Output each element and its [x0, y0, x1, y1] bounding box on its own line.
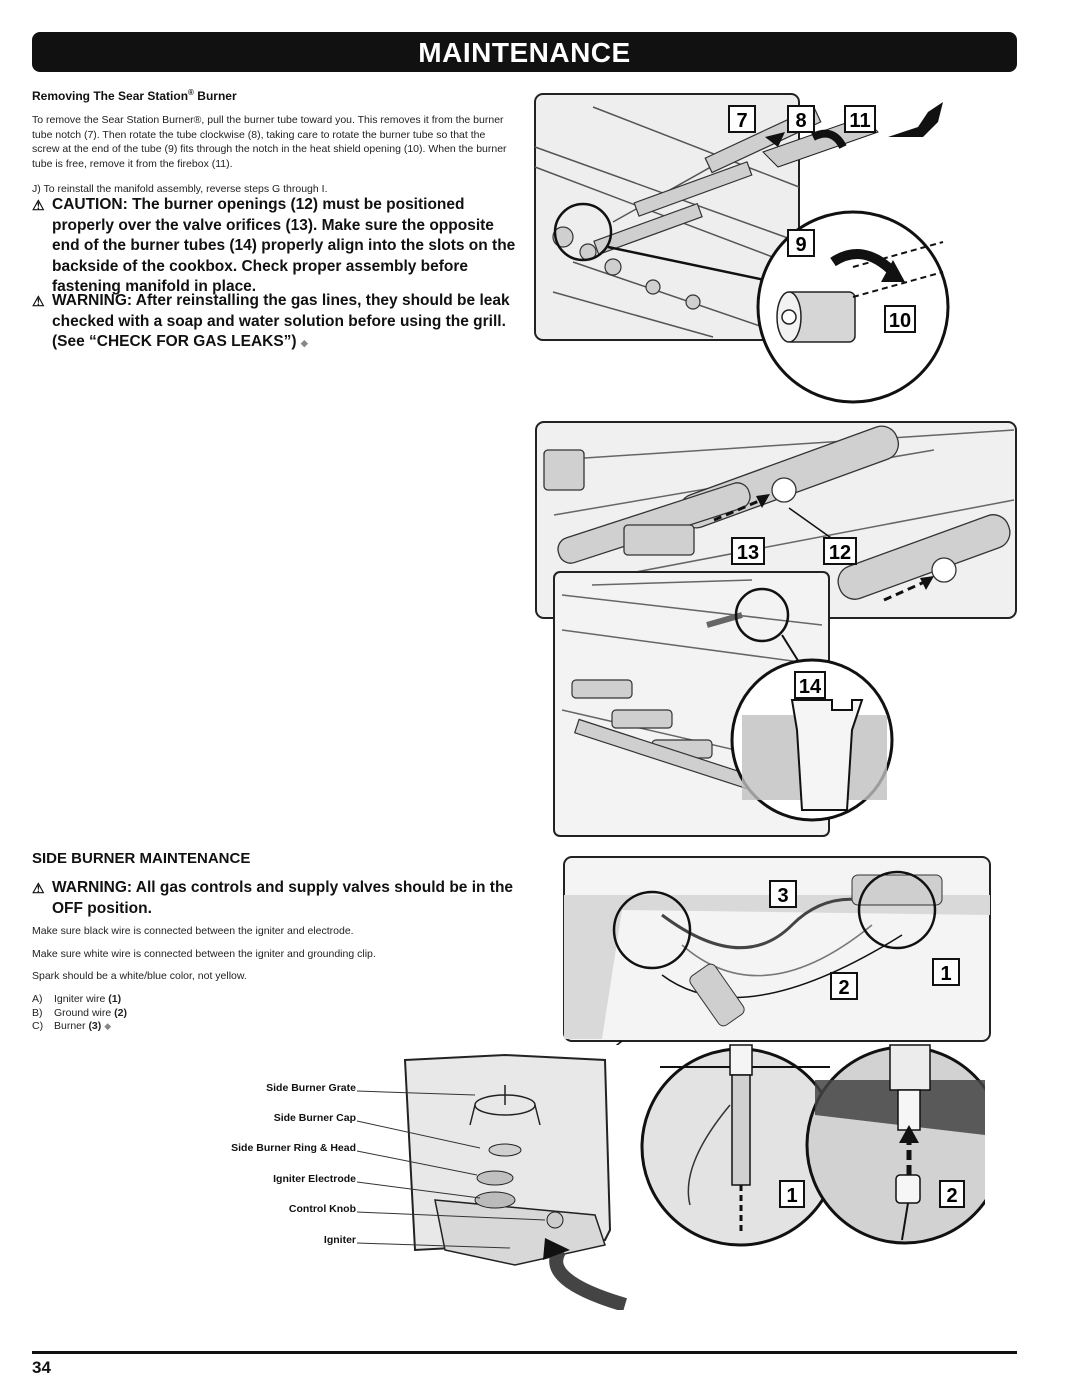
callout-igniter: Igniter	[323, 1234, 356, 1246]
parts-list: A)Igniter wire (1) B)Ground wire (2) C)B…	[32, 993, 127, 1034]
caution-block: ⚠CAUTION: The burner openings (12) must …	[32, 196, 516, 295]
diamond-end-icon: ◆	[104, 1021, 112, 1031]
side-burner-heading: SIDE BURNER MAINTENANCE	[32, 850, 251, 867]
sear-paragraph: To remove the Sear Station Burner®, pull…	[32, 114, 507, 170]
list-item: A)Igniter wire (1)	[32, 993, 122, 1005]
label-11: 11	[849, 110, 870, 132]
label-14: 14	[799, 676, 822, 698]
label-12: 12	[829, 542, 851, 564]
label-10: 10	[889, 310, 911, 332]
diamond-end-icon: ◆	[300, 338, 308, 348]
warning-triangle-icon: ⚠	[32, 293, 45, 309]
footer-rule	[32, 1351, 1017, 1354]
note-spark: Spark should be a white/blue color, not …	[32, 970, 247, 982]
sear-heading: Removing The Sear Station® Burner	[32, 88, 237, 103]
label-7: 7	[736, 110, 747, 132]
callout-grate: Side Burner Grate	[266, 1082, 356, 1094]
callout-knob: Control Knob	[288, 1203, 356, 1215]
callout-electrode: Igniter Electrode	[273, 1173, 356, 1185]
page-number: 34	[32, 1358, 51, 1377]
warning-block: ⚠WARNING: After reinstalling the gas lin…	[32, 292, 510, 350]
label-1-detail: 1	[786, 1185, 797, 1207]
label-3: 3	[777, 885, 788, 907]
figure-burner-slots: 14	[553, 571, 894, 837]
list-item: B)Ground wire (2)	[32, 1006, 127, 1019]
figure-igniter-detail: 1 2	[640, 1044, 985, 1247]
note-black-wire: Make sure black wire is connected betwee…	[32, 925, 354, 937]
figure-sear-burner-removal: 7 8 11 9 10	[534, 93, 950, 404]
figure-side-burner-parts	[356, 1053, 627, 1310]
warning-triangle-icon: ⚠	[32, 880, 45, 896]
side-burner-warning: ⚠WARNING: All gas controls and supply va…	[32, 879, 514, 917]
label-2-detail: 2	[946, 1185, 957, 1207]
label-1: 1	[940, 963, 951, 985]
label-9: 9	[795, 234, 806, 256]
list-item: C)Burner (3) ◆	[32, 1020, 112, 1032]
step-j: J) To reinstall the manifold assembly, r…	[32, 183, 328, 195]
callout-ring-head: Side Burner Ring & Head	[231, 1142, 356, 1154]
warning-triangle-icon: ⚠	[32, 197, 45, 213]
label-8: 8	[795, 110, 806, 132]
figure-burner-orifices: 13 12	[535, 421, 1017, 619]
page-title: MAINTENANCE	[32, 32, 1017, 72]
figure-side-burner-wiring: 3 2 1	[563, 856, 991, 1045]
label-13: 13	[737, 542, 759, 564]
note-white-wire: Make sure white wire is connected betwee…	[32, 948, 376, 960]
label-2: 2	[838, 977, 849, 999]
callout-cap: Side Burner Cap	[273, 1112, 356, 1124]
